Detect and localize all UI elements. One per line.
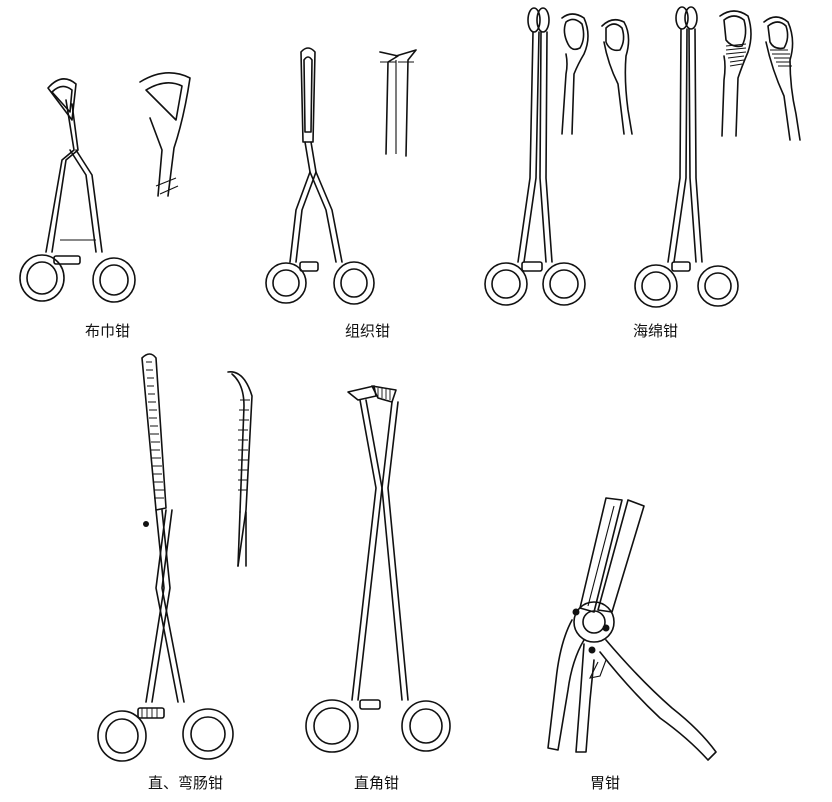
sponge-forceps-serrated-tip-detail: [719, 10, 801, 141]
right-angle-clamp-illustration: [305, 385, 451, 753]
caption-towel-clamp: 布巾钳: [85, 322, 131, 340]
sponge-forceps-straight-illustration: [484, 7, 586, 306]
stomach-clamp-illustration: [547, 497, 717, 761]
caption-intestinal-clamp: 直、弯肠钳: [148, 774, 224, 792]
caption-stomach-clamp: 胃钳: [590, 774, 621, 792]
caption-right-angle-clamp: 直角钳: [354, 774, 400, 792]
tissue-forceps-tip-detail: [379, 49, 417, 157]
towel-clamp-illustration: [19, 78, 136, 303]
intestinal-clamp-illustration: [97, 353, 234, 762]
sponge-forceps-straight-tip-detail: [561, 13, 633, 135]
caption-sponge-forceps: 海绵钳: [633, 322, 679, 340]
intestinal-clamp-tip-detail: [227, 371, 253, 567]
tissue-forceps-illustration: [265, 47, 375, 305]
caption-tissue-forceps: 组织钳: [345, 322, 391, 340]
sponge-forceps-serrated-illustration: [634, 6, 739, 308]
towel-clamp-tip-detail: [139, 72, 191, 197]
